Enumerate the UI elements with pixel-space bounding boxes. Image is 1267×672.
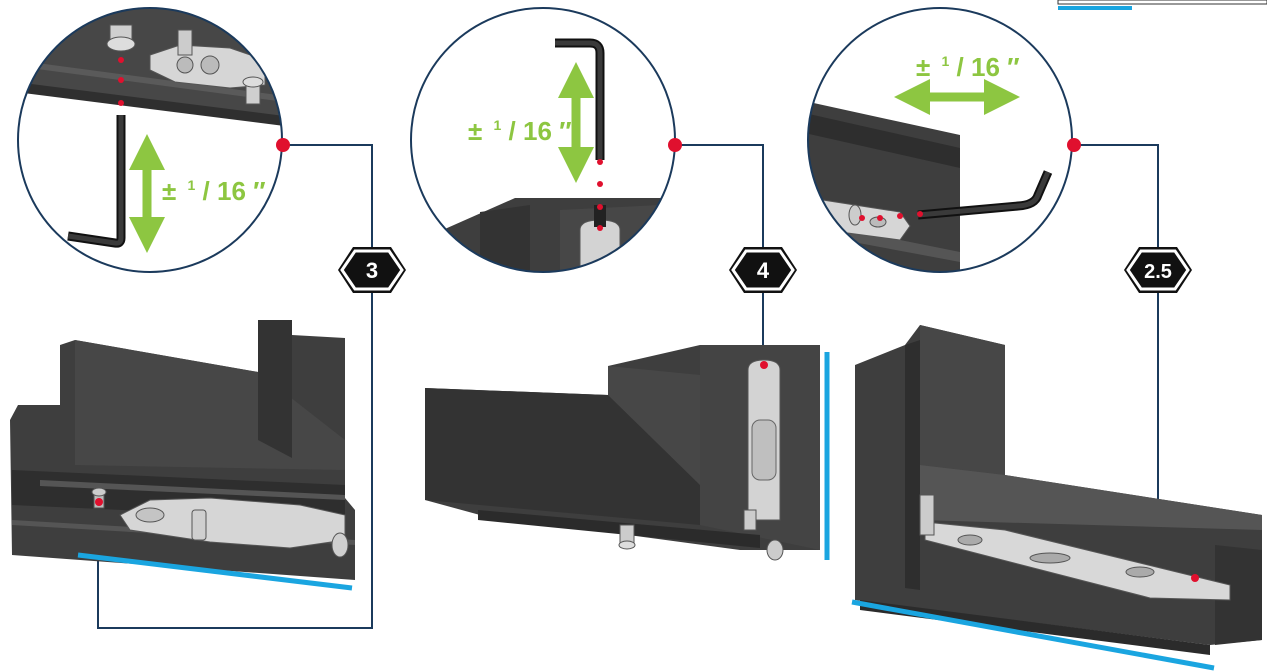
adjust-point-1 [95, 498, 103, 506]
adjust-point-3 [1191, 574, 1199, 582]
guide-dot [118, 100, 124, 106]
guide-dot [917, 211, 923, 217]
guide-dot [597, 159, 603, 165]
guide-dot [897, 213, 903, 219]
guide-dot [877, 215, 883, 221]
adjustment-label-1: ± 1 / 16 ″ [162, 166, 266, 206]
hinge-hardware-3 [919, 494, 1231, 601]
corner-mark [1057, 0, 1267, 10]
panel-step-1: ± 1 / 16 ″ 3 [10, 7, 406, 629]
panel-step-2: ± 1 / 16 ″ 4 [410, 7, 830, 561]
callout-anchor-1 [276, 138, 290, 152]
tool-size-label-1: 3 [366, 258, 378, 283]
guide-dot [859, 215, 865, 221]
hinge-hardware-2 [618, 359, 784, 561]
window-profile-3 [855, 325, 1262, 655]
adjust-point-2 [760, 361, 768, 369]
callout-line-2 [675, 144, 764, 248]
hex-badge-3: 2.5 [1124, 247, 1192, 293]
hex-badge-2: 4 [729, 247, 797, 293]
tool-size-label-3: 2.5 [1144, 261, 1172, 283]
callout-line-1b [97, 290, 373, 629]
adjustment-label-3: ± 1 / 16 ″ [916, 42, 1020, 82]
zoom-circle-1 [17, 7, 283, 273]
callout-line-1 [283, 144, 373, 250]
guide-dot [597, 181, 603, 187]
callout-anchor-2 [668, 138, 682, 152]
tool-size-label-2: 4 [757, 258, 770, 283]
window-profile-2 [425, 345, 820, 550]
callout-line-3 [1074, 144, 1159, 248]
hex-key-icon [917, 170, 1053, 220]
adjustment-label-2: ± 1 / 16 ″ [468, 106, 572, 146]
guide-dot [597, 225, 603, 231]
guide-dot [597, 204, 603, 210]
hex-key-icon [555, 38, 605, 160]
hex-badge-1: 3 [338, 247, 406, 293]
guide-dot [118, 57, 124, 63]
panel-step-3: ± 1 / 16 ″ 2.5 [807, 7, 1262, 671]
callout-anchor-3 [1067, 138, 1081, 152]
reference-line-3 [851, 599, 1215, 671]
hex-key-icon [67, 115, 126, 248]
hinge-hardware-1 [91, 487, 349, 558]
guide-dot [118, 77, 124, 83]
zoom-circle-3 [807, 7, 1073, 273]
reference-line-1 [77, 552, 353, 591]
